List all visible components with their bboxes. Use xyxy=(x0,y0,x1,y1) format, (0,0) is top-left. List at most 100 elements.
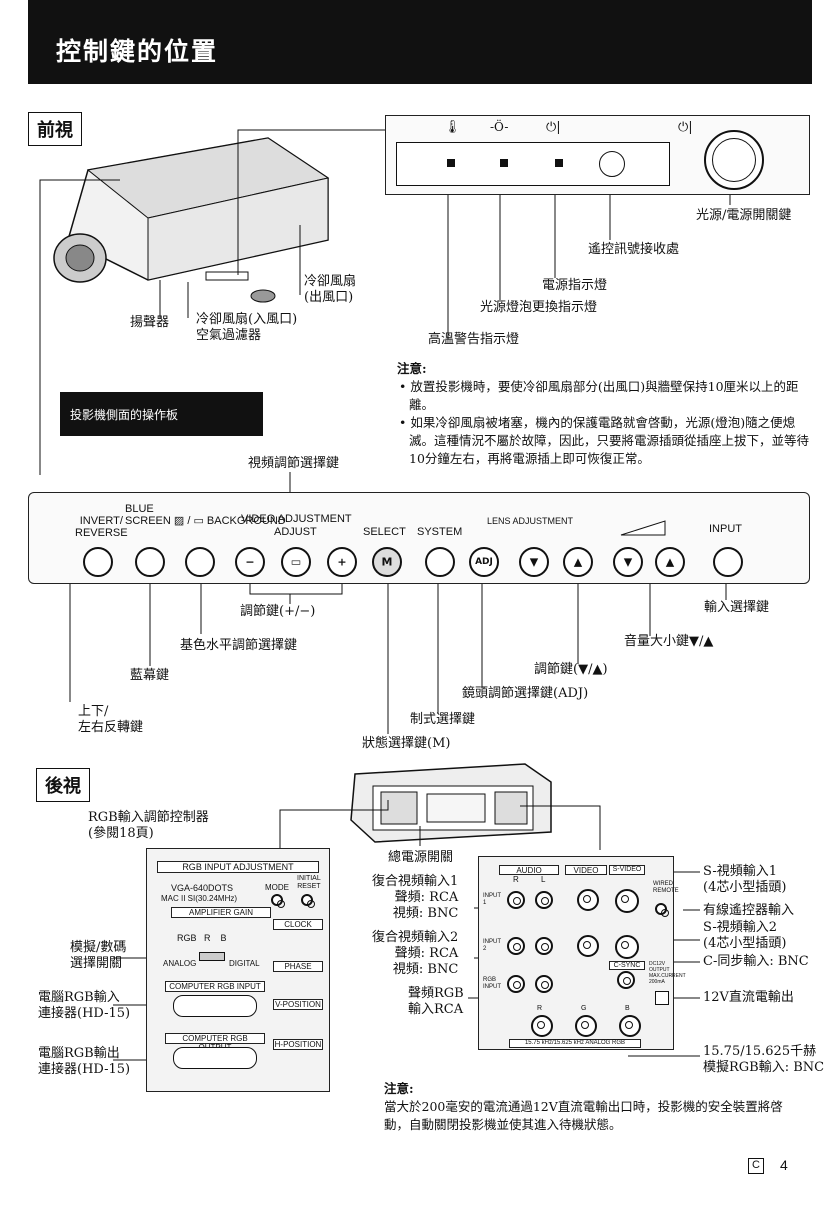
rgb-r-bnc[interactable] xyxy=(531,1015,553,1037)
projector-rear-illustration xyxy=(350,763,552,843)
computer-rgb-input-label: COMPUTER RGB INPUT xyxy=(165,981,265,992)
audio-r-jack-2[interactable] xyxy=(507,937,525,955)
mode-select-label: 狀態選擇鍵(M) xyxy=(362,736,451,751)
video-bnc-1[interactable] xyxy=(577,889,599,911)
rgb-b-bnc[interactable] xyxy=(619,1015,641,1037)
volume-down-button[interactable]: ▼ xyxy=(613,547,643,577)
audio-rgb-r-jack[interactable] xyxy=(507,975,525,993)
input-button[interactable] xyxy=(713,547,743,577)
computer-rgb-output-label: COMPUTER RGB OUTPUT xyxy=(165,1033,265,1052)
rgb-controller-label: RGB輸入調節控制器 (參閱18頁) xyxy=(88,810,209,841)
rgb-output-connector-label: 電腦RGB輸出 連接器(HD-15) xyxy=(38,1046,131,1077)
power-switch-label: 光源/電源開關鍵 xyxy=(696,208,792,223)
adjust-select-button[interactable]: ▭ xyxy=(281,547,311,577)
mode-m-button[interactable]: M xyxy=(372,547,402,577)
exhaust-fan-label: 冷卻風扇 (出風口) xyxy=(304,274,357,305)
phase-label: PHASE xyxy=(273,961,323,972)
volume-keys-label: 音量大小鍵▼/▲ xyxy=(624,634,714,649)
analog-digital-switch-label: 模擬/數碼 選擇開關 xyxy=(70,940,127,971)
csync-input-label: C-同步輸入: BNC xyxy=(703,954,809,969)
csync-bnc[interactable] xyxy=(617,971,635,989)
audio-r-text: R xyxy=(513,875,519,884)
audio-l-jack-2[interactable] xyxy=(535,937,553,955)
lens-adjustment-text: LENS ADJUSTMENT xyxy=(487,516,574,526)
notes-title: 注意: xyxy=(397,361,427,376)
adjust-minus-button[interactable]: − xyxy=(235,547,265,577)
lens-adj-button[interactable]: ADJ xyxy=(469,547,499,577)
blue-screen-text: BLUE SCREEN ▨ / ▭ BACKGROUND xyxy=(125,503,286,527)
intake-fan-label: 冷卻風扇(入風口) 空氣過濾器 xyxy=(196,312,298,343)
adjust-text: ADJUST xyxy=(274,526,317,538)
svideo-jack-2[interactable] xyxy=(615,935,639,959)
audio-r-jack-1[interactable] xyxy=(507,891,525,909)
svideo-jack-1[interactable] xyxy=(615,889,639,913)
audio-l-jack-1[interactable] xyxy=(535,891,553,909)
audio-rgb-label: 聲頻RGB 輸入RCA xyxy=(408,986,464,1017)
note-item: • 如果冷卻風扇被堵塞，機內的保護電路就會啓動，光源(燈泡)隨之便熄滅。這種情況… xyxy=(399,415,810,466)
invert-key-label: 上下/ 左右反轉鍵 xyxy=(78,704,144,735)
language-mark: C xyxy=(748,1158,764,1174)
indicator-strip xyxy=(396,142,670,186)
rgb-g-bnc[interactable] xyxy=(575,1015,597,1037)
mode-line-1: VGA-640DOTS xyxy=(171,883,234,893)
dc12v-output-label: 12V直流電輸出 xyxy=(703,990,794,1005)
blue-screen-key-label: 藍幕鍵 xyxy=(130,668,170,683)
csync-label: C-SYNC xyxy=(609,961,645,970)
rgb-r-text: R xyxy=(537,1005,543,1012)
lamp-indicator xyxy=(500,159,508,167)
note-item: • 放置投影機時，要使冷卻風扇部分(出風口)與牆壁保持10厘米以上的距離。 xyxy=(399,379,799,412)
power-indicator-label: 電源指示燈 xyxy=(542,278,608,293)
power-symbol-big-icon: ⏻| xyxy=(678,120,693,135)
rgb-input-connector-label: 電腦RGB輸入 連接器(HD-15) xyxy=(38,990,131,1021)
audio-rgb-l-jack[interactable] xyxy=(535,975,553,993)
video-bnc-2[interactable] xyxy=(577,935,599,957)
power-switch[interactable] xyxy=(704,130,764,190)
speaker-label: 揚聲器 xyxy=(130,315,170,330)
initial-reset-text: INITIAL RESET xyxy=(297,875,321,890)
audio-header: AUDIO xyxy=(499,865,559,875)
rear-note-text: 當大於200毫安的電流通過12V直流電輸出口時，投影機的安全裝置將啓動，自動關閉… xyxy=(384,1099,783,1132)
mode-button[interactable] xyxy=(271,894,285,908)
dc-output-text: DC12V OUTPUT MAX.CURRENT 200mA xyxy=(649,961,686,985)
main-power-label: 總電源開關 xyxy=(388,850,454,865)
analog-text: ANALOG xyxy=(163,959,197,968)
temp-icon: 🌡 xyxy=(444,120,461,135)
bg-adjust-label: 基色水平調節選擇鍵 xyxy=(180,638,298,653)
lens-up-button[interactable]: ▲ xyxy=(563,547,593,577)
remote-sensor-label: 遙控訊號接收處 xyxy=(588,242,680,257)
analog-digital-switch[interactable] xyxy=(199,952,225,961)
amplifier-gain-label: AMPLIFIER GAIN xyxy=(171,907,271,918)
volume-wedge-icon xyxy=(620,520,666,536)
video-adjustment-text: VIDEO ADJUSTMENT xyxy=(241,513,352,525)
system-button[interactable] xyxy=(425,547,455,577)
power-indicator xyxy=(555,159,563,167)
system-select-label: 制式選擇鍵 xyxy=(410,712,476,727)
side-leader-lines xyxy=(69,584,727,734)
input-1-text: INPUT 1 xyxy=(483,893,501,906)
v-position-label: V-POSITION xyxy=(273,999,323,1010)
analog-rgb-bottom-label: 15.75 kHz/15.625 kHz ANALOG RGB xyxy=(509,1039,641,1048)
volume-up-button[interactable]: ▲ xyxy=(655,547,685,577)
lens-down-button[interactable]: ▼ xyxy=(519,547,549,577)
video-header: VIDEO xyxy=(565,865,607,875)
page-number: 4 xyxy=(780,1157,788,1173)
front-view-label: 前視 xyxy=(28,112,82,146)
rgb-output-connector[interactable] xyxy=(173,1047,257,1069)
temp-indicator xyxy=(447,159,455,167)
mode-text: MODE xyxy=(265,883,289,892)
wired-remote-jack[interactable] xyxy=(655,903,669,917)
background-button[interactable] xyxy=(185,547,215,577)
remote-sensor xyxy=(599,151,625,177)
adjust-plus-button[interactable]: + xyxy=(327,547,357,577)
lamp-indicator-label: 光源燈泡更換指示燈 xyxy=(480,300,598,315)
rgb-adjustment-panel: RGB INPUT ADJUSTMENT VGA-640DOTS MAC II … xyxy=(146,848,330,1092)
analog-rgb-input-label: 15.75/15.625千赫 模擬RGB輸入: BNC xyxy=(703,1044,825,1075)
dc12v-output-jack[interactable] xyxy=(655,991,669,1005)
initial-reset-button[interactable] xyxy=(301,894,315,908)
svideo-header: S-VIDEO xyxy=(609,865,645,875)
blue-screen-button[interactable] xyxy=(135,547,165,577)
wired-remote-label: 有線遙控器輸入 xyxy=(703,903,795,918)
power-symbol-icon: ⏻| xyxy=(546,120,561,135)
rgb-input-connector[interactable] xyxy=(173,995,257,1017)
invert-reverse-button[interactable] xyxy=(83,547,113,577)
